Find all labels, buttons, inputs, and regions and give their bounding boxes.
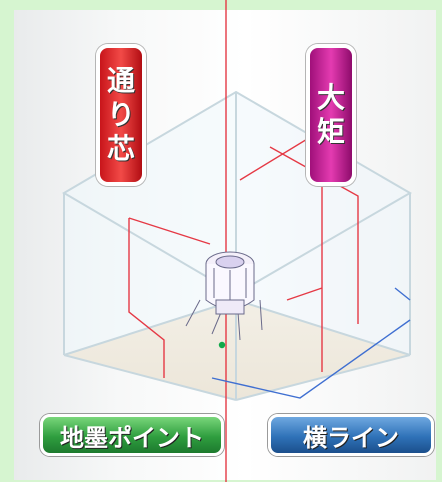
floor-point-label: 地墨ポイント: [60, 423, 204, 452]
vertical-line-char-1: 大: [316, 81, 345, 114]
floor-point-tag: 地墨ポイント: [40, 414, 224, 456]
horizontal-line-label: 横ライン: [303, 423, 399, 452]
room-box: [62, 90, 412, 401]
center-line-char-3: 芯: [106, 132, 135, 165]
center-line-char-2: り: [106, 98, 135, 131]
blue-laser-lines: [211, 287, 411, 399]
horizontal-line-tag: 横ライン: [268, 414, 434, 456]
center-line-char-1: 通: [106, 64, 135, 97]
laser-level-device: [185, 251, 263, 341]
back-right-wall: [236, 92, 410, 355]
floor-point-marker: [218, 341, 226, 349]
red-laser-lines: [128, 0, 359, 482]
back-left-wall: [64, 92, 236, 355]
vertical-line-char-2: 矩: [316, 115, 345, 148]
center-line-tag: 通 り 芯: [96, 44, 146, 186]
vertical-line-tag: 大 矩: [306, 44, 356, 186]
